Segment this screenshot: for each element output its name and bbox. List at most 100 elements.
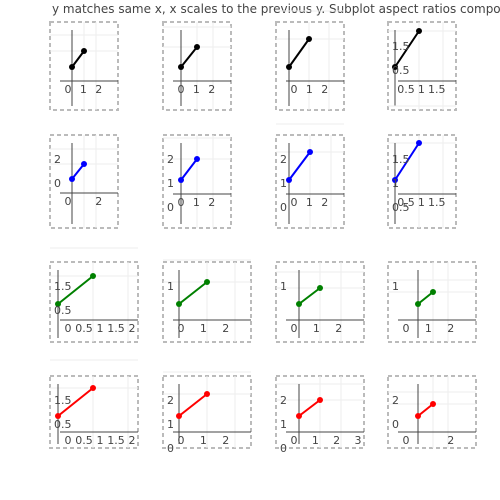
y-tick-label: 1.5	[392, 40, 410, 53]
x-tick-label: 1	[200, 434, 207, 447]
data-point	[306, 36, 312, 42]
x-tick-label: 0.5	[397, 196, 415, 209]
y-tick-label: 1	[167, 177, 174, 190]
data-point	[416, 28, 422, 34]
data-point	[204, 391, 210, 397]
data-point	[194, 44, 200, 50]
series-line	[417, 291, 434, 305]
x-tick-label: 0	[65, 434, 72, 447]
x-tick-label: 1	[418, 83, 425, 96]
subplot-frame	[387, 21, 457, 111]
series-line	[180, 158, 198, 181]
data-point	[176, 301, 182, 307]
y-tick-label: 0	[167, 442, 174, 455]
data-point	[430, 401, 436, 407]
data-point	[178, 177, 184, 183]
data-point	[90, 385, 96, 391]
x-tick-label: 0	[178, 322, 185, 335]
data-point	[392, 177, 398, 183]
data-point	[317, 285, 323, 291]
x-tick-label: 1	[306, 196, 313, 209]
y-tick-label: 0	[167, 201, 174, 214]
x-tick-label: 0	[65, 322, 72, 335]
data-point	[55, 301, 61, 307]
series-line	[288, 38, 310, 68]
subplot-frame	[162, 134, 232, 229]
series-line	[71, 163, 85, 180]
x-tick-label: 0	[403, 434, 410, 447]
y-tick-label: 2	[280, 153, 287, 166]
y-tick-label: 1	[280, 418, 287, 431]
series-line	[394, 30, 420, 68]
x-tick-label: 0	[65, 195, 72, 208]
x-tick-label: 1	[306, 83, 313, 96]
subplot-frame	[49, 375, 139, 449]
subplot-r3c2: 0 1 2 1	[162, 259, 252, 343]
x-tick-label: 1	[97, 322, 104, 335]
x-tick-label: 0	[178, 434, 185, 447]
y-tick-label: 1	[167, 418, 174, 431]
data-point	[178, 64, 184, 70]
data-point	[194, 156, 200, 162]
subplot-frame	[49, 134, 119, 229]
x-tick-label: 0	[178, 196, 185, 209]
x-tick-label: 0	[403, 322, 410, 335]
x-tick-label: 2	[321, 83, 328, 96]
x-tick-label: 2	[222, 322, 229, 335]
y-tick-label: 1	[280, 280, 287, 293]
data-point	[296, 413, 302, 419]
y-tick-label: 1	[392, 177, 399, 190]
x-tick-label: 1	[425, 322, 432, 335]
x-tick-label: 2	[95, 83, 102, 96]
series-line	[417, 403, 434, 417]
subplot-frame	[387, 134, 457, 229]
x-tick-label: 1.5	[428, 83, 446, 96]
y-tick-label: 2	[167, 394, 174, 407]
y-tick-label: 0	[392, 418, 399, 431]
data-point	[415, 301, 421, 307]
x-tick-label: 1	[200, 322, 207, 335]
x-tick-label: 0	[291, 83, 298, 96]
y-tick-label: 1.5	[54, 280, 72, 293]
y-tick-label: 0.5	[392, 201, 410, 214]
x-tick-label: 3	[355, 434, 362, 447]
y-tick-label: 2	[167, 153, 174, 166]
data-point	[296, 301, 302, 307]
data-point	[90, 273, 96, 279]
y-tick-label: 1	[167, 280, 174, 293]
data-point	[416, 140, 422, 146]
x-tick-label: 2	[208, 196, 215, 209]
x-tick-label: 2	[447, 434, 454, 447]
data-point	[392, 64, 398, 70]
x-tick-label: 1	[313, 322, 320, 335]
subplot-frame	[387, 375, 477, 449]
x-tick-label: 2	[95, 195, 102, 208]
data-point	[307, 149, 313, 155]
y-tick-label: 0.5	[392, 64, 410, 77]
x-tick-label: 1.5	[428, 196, 446, 209]
x-tick-label: 0	[291, 322, 298, 335]
subplot-frame	[49, 261, 139, 343]
series-line	[298, 287, 321, 305]
series-line	[57, 387, 94, 417]
series-line	[180, 46, 198, 68]
data-point	[81, 161, 87, 167]
series-line	[288, 151, 311, 181]
x-tick-label: 1	[97, 434, 104, 447]
x-tick-label: 0.5	[75, 322, 93, 335]
x-tick-label: 2	[321, 196, 328, 209]
y-tick-label: 2	[280, 394, 287, 407]
x-tick-label: 2	[129, 434, 136, 447]
